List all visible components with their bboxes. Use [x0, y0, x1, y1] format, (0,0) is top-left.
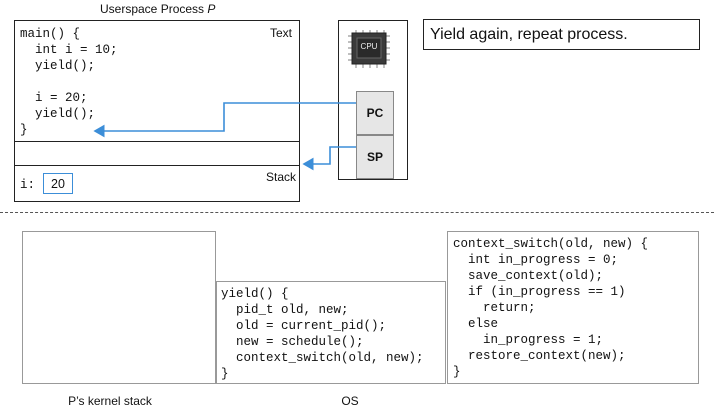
note-text: Yield again, repeat process. [430, 25, 628, 43]
code-line: } [453, 365, 461, 379]
kernel-stack-label: P’s kernel stack [68, 394, 152, 408]
code-line: } [221, 367, 229, 381]
pc-register: PC [356, 91, 394, 135]
pc-arrow [93, 102, 356, 138]
code-line: save_context(old); [453, 269, 604, 283]
code-line: new = schedule(); [221, 335, 364, 349]
kernel-stack-box [22, 231, 216, 384]
code-line: old = current_pid(); [221, 319, 387, 333]
code-line: yield(); [20, 59, 96, 73]
code-line: context_switch(old, new) { [453, 237, 649, 251]
code-line: yield() { [221, 287, 289, 301]
text-segment-divider [14, 141, 300, 142]
note-box: Yield again, repeat process. [423, 19, 700, 50]
yield-code-box [216, 281, 446, 384]
code-line: else [453, 317, 499, 331]
stack-segment-label: Stack [266, 170, 297, 184]
context-switch-code-box [447, 231, 699, 384]
stack-segment-divider [14, 165, 300, 166]
user-kernel-separator [0, 212, 714, 213]
code-line: restore_context(new); [453, 349, 626, 363]
cpu-chip-icon [348, 30, 390, 68]
code-line: in_progress = 1; [453, 333, 604, 347]
code-line: } [20, 123, 28, 137]
text-segment-label: Text [270, 26, 293, 40]
process-title: Userspace Process P [100, 2, 215, 16]
code-line: int in_progress = 0; [453, 253, 619, 267]
process-title-text: Userspace Process [100, 2, 208, 16]
var-i-value: 20 [51, 176, 65, 191]
process-title-var: P [207, 2, 216, 16]
var-i-label: i: [20, 178, 36, 192]
var-i-value-box: 20 [43, 173, 73, 194]
code-line: return; [453, 301, 536, 315]
code-line: yield(); [20, 107, 96, 121]
code-line: int i = 10; [20, 43, 118, 57]
code-line: if (in_progress == 1) [453, 285, 626, 299]
pc-register-label: PC [366, 106, 384, 120]
sp-arrow [302, 146, 356, 171]
cpu-chip-label: CPU [360, 42, 378, 51]
sp-register: SP [356, 135, 394, 179]
os-label: OS [341, 394, 359, 408]
code-line: context_switch(old, new); [221, 351, 424, 365]
code-line: i = 20; [20, 91, 88, 105]
code-line: pid_t old, new; [221, 303, 349, 317]
code-line: main() { [20, 27, 81, 41]
process-box [14, 20, 300, 202]
sp-register-label: SP [366, 150, 383, 164]
